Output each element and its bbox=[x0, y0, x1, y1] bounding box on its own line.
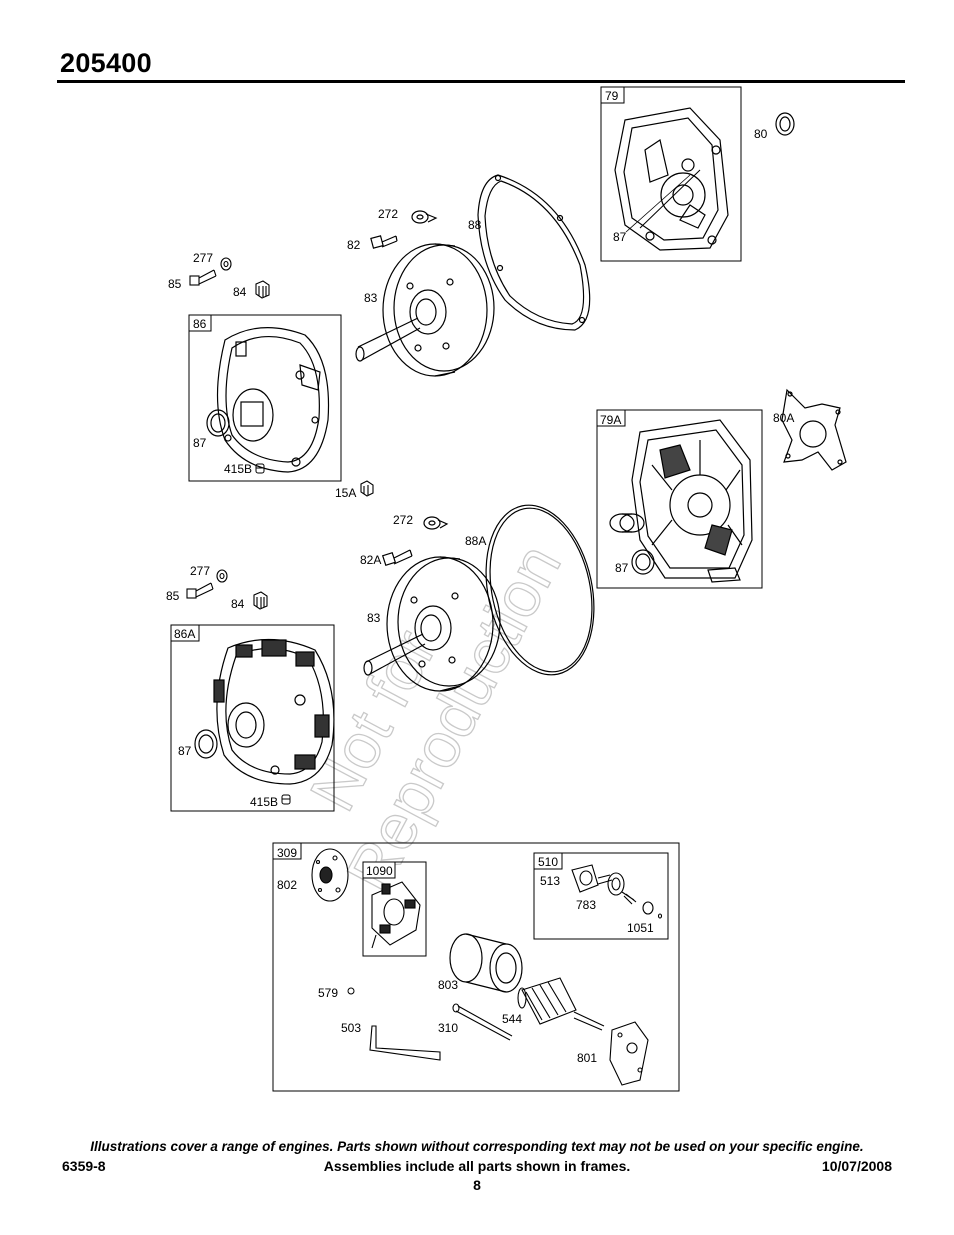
plug-415b-top bbox=[255, 463, 265, 474]
label-85-top: 85 bbox=[168, 277, 182, 291]
label-503: 503 bbox=[341, 1021, 361, 1035]
label-801: 801 bbox=[577, 1051, 597, 1065]
bolt-82a bbox=[381, 549, 413, 567]
label-802: 802 bbox=[277, 878, 297, 892]
cover-79-drawing bbox=[614, 107, 729, 251]
label-544: 544 bbox=[502, 1012, 522, 1026]
frame-label-79a: 79A bbox=[600, 413, 621, 427]
label-310: 310 bbox=[438, 1021, 458, 1035]
brush-holder-1090 bbox=[371, 881, 421, 949]
frame-label-86a: 86A bbox=[174, 627, 195, 641]
label-84-top: 84 bbox=[233, 285, 247, 299]
assemblies-note: Assemblies include all parts shown in fr… bbox=[323, 1158, 631, 1174]
label-579: 579 bbox=[318, 986, 338, 1000]
bolt-85-top bbox=[189, 269, 217, 286]
label-415b-top: 415B bbox=[224, 462, 252, 476]
label-80: 80 bbox=[754, 127, 768, 141]
bolt-82 bbox=[370, 235, 398, 249]
frame-label-510: 510 bbox=[538, 855, 558, 869]
label-1051: 1051 bbox=[627, 921, 654, 935]
frame-label-309: 309 bbox=[277, 846, 297, 860]
label-87-86a: 87 bbox=[178, 744, 192, 758]
label-84-mid: 84 bbox=[231, 597, 245, 611]
label-15a: 15A bbox=[335, 486, 356, 500]
frame-79: 79 bbox=[600, 86, 742, 262]
housing-803 bbox=[449, 933, 523, 993]
label-272-mid: 272 bbox=[393, 513, 413, 527]
washer-277-mid bbox=[216, 569, 228, 583]
callout-labels: 80 87 272 88 82 277 85 84 83 87 415B 80A… bbox=[166, 127, 794, 1065]
frame-86: 86 bbox=[188, 314, 342, 482]
frame-79a: 79A bbox=[596, 409, 763, 589]
frame-309: 309 1090 510 bbox=[272, 842, 680, 1092]
label-415b-bottom: 415B bbox=[250, 795, 278, 809]
label-513: 513 bbox=[540, 874, 560, 888]
seal-80 bbox=[775, 112, 795, 136]
label-277-mid: 277 bbox=[190, 564, 210, 578]
washer-277-top bbox=[220, 257, 232, 271]
header-rule bbox=[57, 80, 905, 83]
label-87-86: 87 bbox=[193, 436, 207, 450]
document-number: 6359-8 bbox=[62, 1158, 106, 1174]
bracket-503 bbox=[369, 1025, 441, 1061]
oring-88a bbox=[485, 504, 595, 676]
bushing-79a bbox=[609, 513, 645, 533]
washer-272-top bbox=[411, 210, 438, 224]
label-82a: 82A bbox=[360, 553, 381, 567]
frame-label-79: 79 bbox=[605, 89, 619, 103]
part-579 bbox=[347, 987, 355, 995]
washer-272-mid bbox=[423, 516, 449, 530]
seal-87-79a bbox=[631, 549, 655, 575]
cover-79a-drawing bbox=[631, 419, 753, 583]
nut-84-mid bbox=[253, 591, 268, 610]
drum-83-mid bbox=[363, 556, 501, 692]
label-83-mid: 83 bbox=[367, 611, 381, 625]
armature-544 bbox=[517, 977, 605, 1031]
label-272-top: 272 bbox=[378, 207, 398, 221]
label-82: 82 bbox=[347, 238, 361, 252]
endcap-802 bbox=[311, 848, 349, 902]
drive-510 bbox=[571, 864, 663, 919]
drum-83-top bbox=[355, 243, 495, 377]
document-date: 10/07/2008 bbox=[821, 1158, 892, 1174]
label-88a: 88A bbox=[465, 534, 486, 548]
label-87-top: 87 bbox=[613, 230, 627, 244]
label-803: 803 bbox=[438, 978, 458, 992]
footer-disclaimer: Illustrations cover a range of engines. … bbox=[90, 1139, 864, 1154]
label-87-79a: 87 bbox=[615, 561, 629, 575]
label-80a: 80A bbox=[773, 411, 794, 425]
bolt-85-mid bbox=[186, 582, 214, 599]
cover-86a-drawing bbox=[213, 638, 335, 785]
page-title: 205400 bbox=[60, 48, 152, 78]
plug-415b-bottom bbox=[281, 794, 291, 805]
label-85-mid: 85 bbox=[166, 589, 180, 603]
label-277-top: 277 bbox=[193, 251, 213, 265]
gasket-88 bbox=[477, 174, 591, 331]
nut-15a bbox=[360, 480, 374, 497]
label-88: 88 bbox=[468, 218, 482, 232]
seal-87-86a bbox=[194, 729, 218, 759]
nut-84-top bbox=[255, 280, 270, 299]
endplate-801 bbox=[609, 1021, 649, 1086]
gasket-80a bbox=[781, 388, 847, 471]
frame-label-1090: 1090 bbox=[366, 864, 393, 878]
cover-86-drawing bbox=[216, 327, 330, 473]
seal-87-86 bbox=[206, 409, 230, 437]
label-783: 783 bbox=[576, 898, 596, 912]
bolt-310 bbox=[452, 1003, 513, 1041]
label-83-top: 83 bbox=[364, 291, 378, 305]
frame-label-86: 86 bbox=[193, 317, 207, 331]
frame-86a: 86A bbox=[170, 624, 335, 812]
page-number: 8 bbox=[473, 1177, 481, 1193]
